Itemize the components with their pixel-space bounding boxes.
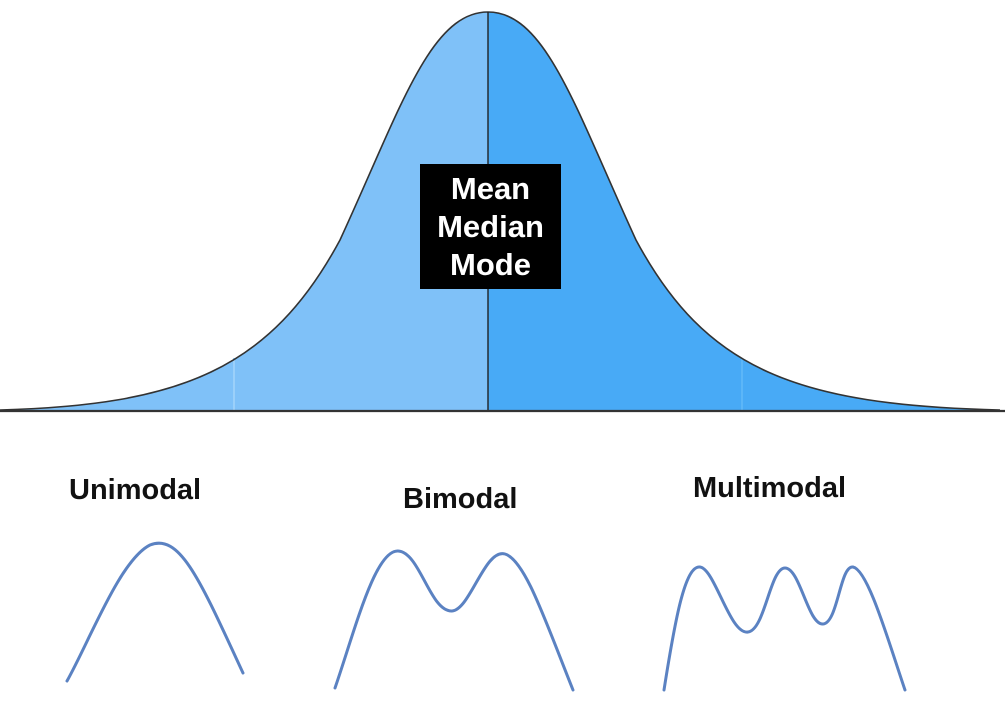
unimodal-label: Unimodal <box>69 474 202 506</box>
mean-median-mode-box: Mean Median Mode <box>420 164 561 289</box>
bell-curve-left-fill <box>0 12 488 410</box>
multimodal-curve <box>662 565 907 692</box>
median-label: Median <box>437 208 544 244</box>
unimodal-curve <box>65 541 245 683</box>
mode-label: Mode <box>450 246 531 282</box>
multimodal-label: Multimodal <box>693 472 847 504</box>
bell-curve-right-fill <box>488 12 1000 410</box>
mean-label: Mean <box>450 170 531 206</box>
bimodal-label: Bimodal <box>403 483 518 515</box>
bimodal-curve <box>333 549 575 692</box>
